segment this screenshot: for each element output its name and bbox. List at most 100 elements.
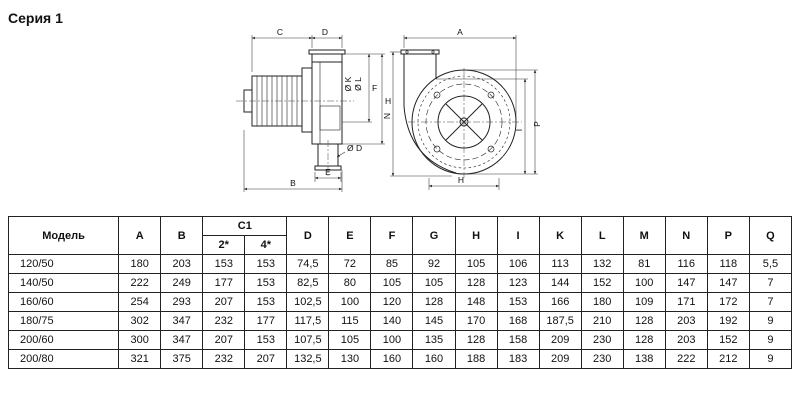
- value-cell: 138: [622, 349, 666, 369]
- value-cell: 135: [412, 330, 456, 350]
- value-cell: 153: [244, 330, 288, 350]
- value-cell: 80: [328, 273, 372, 293]
- value-cell: 153: [244, 273, 288, 293]
- col-header-f: F: [370, 216, 414, 255]
- value-cell: 116: [664, 254, 708, 274]
- model-cell: 160/60: [7, 292, 120, 312]
- value-cell: 187,5: [538, 311, 582, 331]
- bolt-hole: [433, 145, 441, 153]
- value-cell: 180: [580, 292, 624, 312]
- value-cell: 188: [454, 349, 498, 369]
- dim-label-f: F: [372, 83, 377, 93]
- value-cell: 209: [538, 330, 582, 350]
- value-cell: 74,5: [286, 254, 330, 274]
- front-dimensions: [390, 35, 538, 190]
- col-header-c1-2pole: 2*: [202, 235, 246, 255]
- value-cell: 128: [454, 330, 498, 350]
- value-cell: 293: [160, 292, 204, 312]
- value-cell: 203: [664, 311, 708, 331]
- dimensions-table: Модель A B C1 D E F G H I K L M N P Q 2*…: [7, 216, 793, 369]
- value-cell: 145: [412, 311, 456, 331]
- col-header-k: K: [538, 216, 582, 255]
- mount-plate: [301, 67, 313, 133]
- value-cell: 153: [244, 292, 288, 312]
- table-header: Модель A B C1 D E F G H I K L M N P Q 2*…: [7, 216, 793, 255]
- value-cell: 105: [454, 254, 498, 274]
- value-cell: 9: [748, 330, 793, 350]
- outlet-flange: [308, 49, 346, 55]
- value-cell: 209: [538, 349, 582, 369]
- value-cell: 140: [370, 311, 414, 331]
- col-header-i: I: [496, 216, 540, 255]
- dim-label-a: A: [457, 27, 463, 37]
- dim-label-h-side: H: [385, 96, 391, 106]
- value-cell: 100: [370, 330, 414, 350]
- value-cell: 132,5: [286, 349, 330, 369]
- value-cell: 81: [622, 254, 666, 274]
- value-cell: 183: [496, 349, 540, 369]
- dim-label-d: D: [322, 27, 328, 37]
- dim-label-p: P: [532, 121, 542, 127]
- col-header-m: M: [622, 216, 666, 255]
- col-header-n: N: [664, 216, 708, 255]
- col-header-model: Модель: [7, 216, 120, 255]
- col-header-d: D: [286, 216, 330, 255]
- value-cell: 109: [622, 292, 666, 312]
- value-cell: 105: [328, 330, 372, 350]
- front-view: [400, 49, 517, 175]
- value-cell: 72: [328, 254, 372, 274]
- col-header-l: L: [580, 216, 624, 255]
- value-cell: 120: [370, 292, 414, 312]
- dim-label-ol: Ø L: [353, 77, 363, 91]
- model-cell: 200/60: [7, 330, 120, 350]
- dim-label-od: Ø D: [347, 143, 362, 153]
- value-cell: 347: [160, 330, 204, 350]
- value-cell: 128: [622, 311, 666, 331]
- housing-profile: [311, 61, 343, 145]
- model-cell: 140/50: [7, 273, 120, 293]
- value-cell: 130: [328, 349, 372, 369]
- value-cell: 170: [454, 311, 498, 331]
- value-cell: 132: [580, 254, 624, 274]
- value-cell: 113: [538, 254, 582, 274]
- model-cell: 200/80: [7, 349, 120, 369]
- value-cell: 85: [370, 254, 414, 274]
- value-cell: 148: [454, 292, 498, 312]
- value-cell: 254: [118, 292, 162, 312]
- value-cell: 212: [706, 349, 750, 369]
- side-view: [243, 49, 346, 171]
- value-cell: 177: [202, 273, 246, 293]
- value-cell: 9: [748, 349, 793, 369]
- technical-drawing: C D Ø K Ø L F H Ø D E B: [224, 24, 550, 200]
- value-cell: 153: [202, 254, 246, 274]
- value-cell: 210: [580, 311, 624, 331]
- value-cell: 100: [328, 292, 372, 312]
- bolt-hole: [487, 145, 495, 153]
- value-cell: 105: [370, 273, 414, 293]
- value-cell: 207: [244, 349, 288, 369]
- dim-label-c: C: [277, 27, 283, 37]
- value-cell: 230: [580, 330, 624, 350]
- value-cell: 153: [496, 292, 540, 312]
- col-header-h: H: [454, 216, 498, 255]
- value-cell: 177: [244, 311, 288, 331]
- value-cell: 300: [118, 330, 162, 350]
- model-cell: 180/75: [7, 311, 120, 331]
- value-cell: 158: [496, 330, 540, 350]
- value-cell: 207: [202, 292, 246, 312]
- value-cell: 166: [538, 292, 582, 312]
- value-cell: 203: [160, 254, 204, 274]
- value-cell: 106: [496, 254, 540, 274]
- value-cell: 153: [244, 254, 288, 274]
- value-cell: 128: [622, 330, 666, 350]
- value-cell: 192: [706, 311, 750, 331]
- value-cell: 100: [622, 273, 666, 293]
- value-cell: 375: [160, 349, 204, 369]
- value-cell: 222: [664, 349, 708, 369]
- value-cell: 147: [706, 273, 750, 293]
- dim-label-i: I: [514, 129, 524, 131]
